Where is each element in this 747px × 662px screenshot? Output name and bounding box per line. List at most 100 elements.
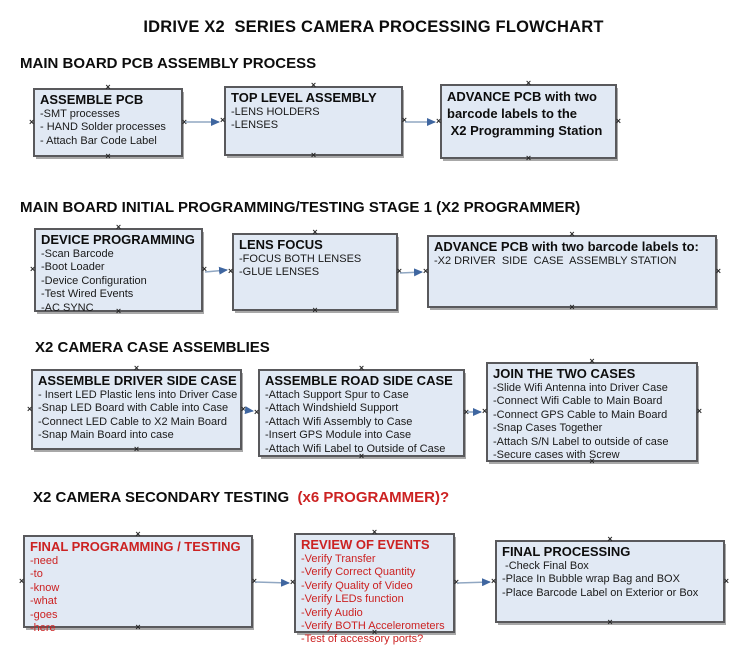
connection-point-icon: × <box>589 356 595 366</box>
box-line: -Attach Wifi Label to Outside of Case <box>265 442 446 455</box>
box-line: -here <box>30 622 56 635</box>
flow-box-advance-pcb-programming-station: ADVANCE PCB with two barcode labels to t… <box>436 79 621 163</box>
connection-point-icon: × <box>615 115 621 126</box>
box-line: -Verify Transfer <box>301 553 376 565</box>
connection-point-icon: × <box>525 153 532 163</box>
connection-point-icon: × <box>607 617 613 627</box>
flow-box-assemble-pcb: ASSEMBLE PCB -SMT processes - HAND Solde… <box>29 83 187 161</box>
connection-point-icon: × <box>715 265 721 276</box>
box-line: - Insert LED Plastic lens into Driver Ca… <box>38 389 238 401</box>
box-line: -Test of accessory ports? <box>301 633 424 646</box>
connection-point-icon: × <box>525 78 532 88</box>
box-title: ASSEMBLE DRIVER SIDE CASE <box>38 373 237 388</box>
connection-point-icon: × <box>607 534 613 544</box>
box-line: -need <box>30 555 59 567</box>
connection-point-icon: × <box>312 305 318 315</box>
flow-box-top-level-assembly: TOP LEVEL ASSEMBLY -LENS HOLDERS -LENSES… <box>220 81 407 160</box>
connection-point-icon: × <box>181 116 187 127</box>
box-line: -LENSES <box>231 119 279 132</box>
flow-box-join-the-two-cases: JOIN THE TWO CASES -Slide Wifi Antenna i… <box>482 357 702 466</box>
box-line: -Boot Loader <box>41 261 105 274</box>
box-title: FINAL PROGRAMMING / TESTING <box>30 539 241 554</box>
box-line: -know <box>30 581 60 594</box>
connection-point-icon: × <box>453 577 459 588</box>
box-line: -Verify LEDs function <box>301 593 404 606</box>
connection-point-icon: × <box>312 227 318 237</box>
box-line: -Insert GPS Module into Case <box>265 429 412 442</box>
box-line: -Verify Quality of Video <box>301 579 413 592</box>
section-heading-case-assemblies: X2 CAMERA CASE ASSEMBLIES <box>35 339 270 356</box>
section-heading-secondary-testing: X2 CAMERA SECONDARY TESTING (x6 PROGRAMM… <box>33 489 449 506</box>
connection-point-icon: × <box>254 407 260 418</box>
box-line: -Place Barcode Label on Exterior or Box <box>502 586 699 599</box>
box-line: -Device Configuration <box>41 274 147 287</box>
box-title: JOIN THE TWO CASES <box>493 366 636 381</box>
box-line: -Snap Cases Together <box>493 422 603 435</box>
flow-box-assemble-driver-side-case: ASSEMBLE DRIVER SIDE CASE - Insert LED P… <box>27 364 246 454</box>
connection-point-icon: × <box>723 575 729 586</box>
box-line: -Attach S/N Label to outside of case <box>493 435 669 448</box>
box-line: -Test Wired Events <box>41 288 134 301</box>
box-line: -Snap LED Board with Cable into Case <box>38 402 229 415</box>
connection-point-icon: × <box>105 82 111 92</box>
box-line: -to <box>30 568 43 581</box>
box-line: -Connect Wifi Cable to Main Board <box>493 395 663 408</box>
connection-point-icon: × <box>569 302 575 312</box>
connection-point-icon: × <box>310 80 317 90</box>
connection-point-icon: × <box>228 266 234 277</box>
box-line: ADVANCE PCB with two <box>447 89 597 104</box>
connection-point-icon: × <box>358 363 365 373</box>
connection-point-icon: × <box>251 575 257 586</box>
connection-point-icon: × <box>371 527 378 537</box>
box-line: -FOCUS BOTH LENSES <box>239 253 362 265</box>
box-line: -Connect LED Cable to X2 Main Board <box>38 415 227 428</box>
flow-arrow-driver-case-to-road-case <box>243 406 254 415</box>
box-line: barcode labels to the <box>447 106 578 121</box>
flow-box-review-of-events: REVIEW OF EVENTS -Verify Transfer -Verif… <box>290 528 459 646</box>
connection-point-icon: × <box>133 444 140 454</box>
flow-box-lens-focus: LENS FOCUS -FOCUS BOTH LENSES -GLUE LENS… <box>228 228 402 315</box>
flow-box-final-programming-testing: FINAL PROGRAMMING / TESTING -need -to -k… <box>19 530 257 635</box>
box-line: -AC SYNC <box>41 301 94 314</box>
box-line: -what <box>30 595 57 608</box>
box-line: -Snap Main Board into case <box>38 429 174 442</box>
flow-arrow-device-programming-to-lens-focus <box>204 266 228 275</box>
connection-point-icon: × <box>396 266 402 277</box>
section-heading-secondary-testing-red: (x6 PROGRAMMER)? <box>293 489 450 506</box>
connection-point-icon: × <box>569 229 575 239</box>
box-title: TOP LEVEL ASSEMBLY <box>231 90 377 105</box>
flow-arrow-lens-focus-to-advance-pcb <box>399 268 423 277</box>
connection-point-icon: × <box>491 575 497 586</box>
connection-point-icon: × <box>696 406 702 417</box>
connection-point-icon: × <box>135 529 141 539</box>
section-heading-initial-programming: MAIN BOARD INITIAL PROGRAMMING/TESTING S… <box>20 199 581 216</box>
box-title: ASSEMBLE PCB <box>40 92 144 107</box>
box-line: -Place In Bubble wrap Bag and BOX <box>502 573 680 586</box>
section-heading-pcb-assembly: MAIN BOARD PCB ASSEMBLY PROCESS <box>20 55 317 72</box>
box-line: -Verify Audio <box>301 606 363 619</box>
section-heading-secondary-testing-black: X2 CAMERA SECONDARY TESTING <box>33 489 294 506</box>
connection-point-icon: × <box>401 115 407 126</box>
box-line: -Verify Correct Quantity <box>301 566 416 579</box>
flow-box-device-programming: DEVICE PROGRAMMING -Scan Barcode -Boot L… <box>30 223 207 316</box>
connection-point-icon: × <box>423 265 429 276</box>
flow-arrow-final-programming-to-review <box>254 578 290 587</box>
box-title: ADVANCE PCB with two barcode labels to: <box>434 239 699 254</box>
box-line: -Attach Windshield Support <box>265 402 399 415</box>
box-line: -LENS HOLDERS <box>231 106 320 118</box>
connection-point-icon: × <box>105 151 111 161</box>
box-line: - HAND Solder processes <box>40 121 166 134</box>
connection-point-icon: × <box>240 403 246 414</box>
flow-box-assemble-road-side-case: ASSEMBLE ROAD SIDE CASE -Attach Support … <box>254 364 469 461</box>
connection-point-icon: × <box>310 150 317 160</box>
box-line: X2 Programming Station <box>447 123 603 138</box>
connection-point-icon: × <box>29 116 35 127</box>
box-line: -SMT processes <box>40 108 120 120</box>
box-line: -GLUE LENSES <box>239 266 320 279</box>
box-line: -goes <box>30 608 58 621</box>
flow-box-advance-pcb-driver-station: ADVANCE PCB with two barcode labels to: … <box>423 230 721 312</box>
box-line: -Connect GPS Cable to Main Board <box>493 408 668 421</box>
connection-point-icon: × <box>482 406 488 417</box>
connection-point-icon: × <box>201 264 207 275</box>
box-title: REVIEW OF EVENTS <box>301 537 430 552</box>
